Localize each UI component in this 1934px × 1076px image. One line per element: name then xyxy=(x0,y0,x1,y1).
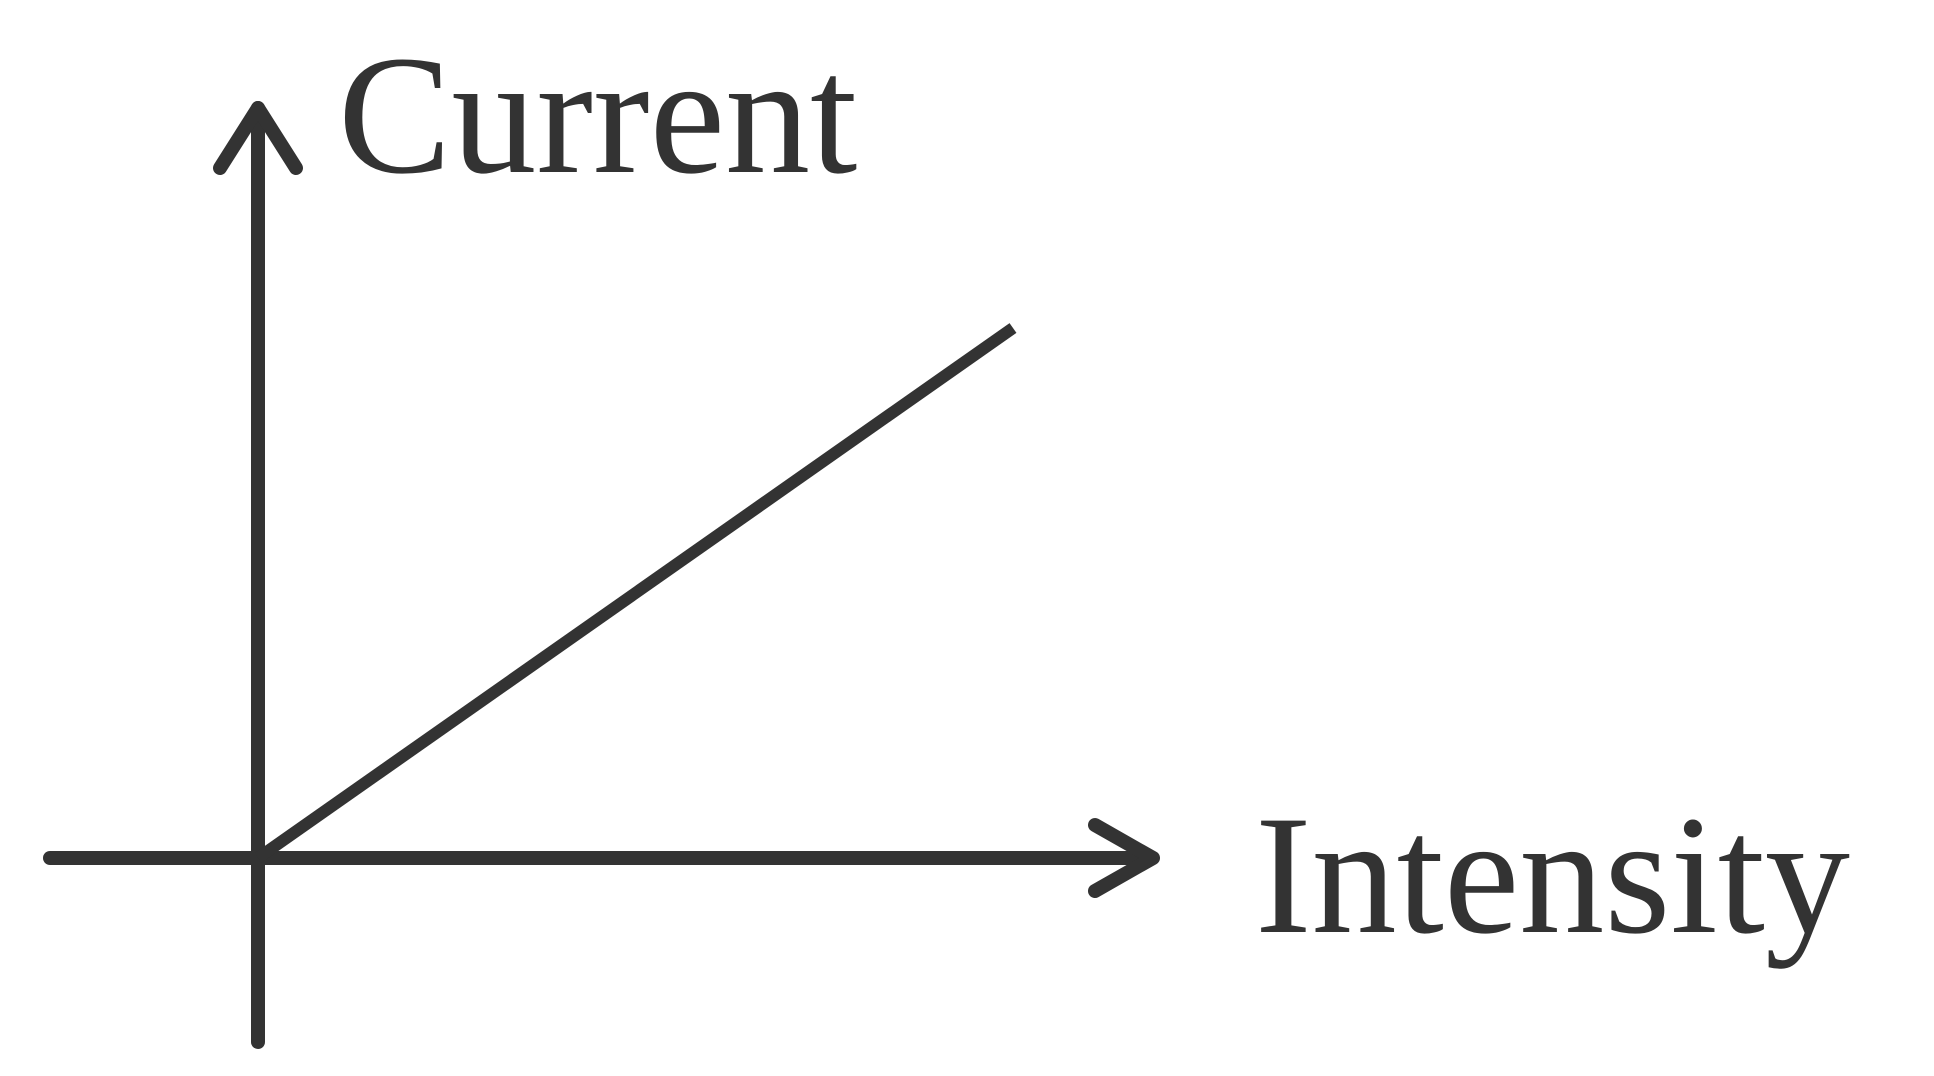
y-axis-arrowhead xyxy=(213,101,303,175)
x-axis-arrowhead xyxy=(1088,818,1160,898)
x-axis-label: Intensity xyxy=(1255,781,1850,969)
series-line-0 xyxy=(254,323,1017,863)
axes xyxy=(43,101,1160,1049)
y-axis-label: Current xyxy=(338,21,857,209)
series-layer xyxy=(254,323,1017,863)
